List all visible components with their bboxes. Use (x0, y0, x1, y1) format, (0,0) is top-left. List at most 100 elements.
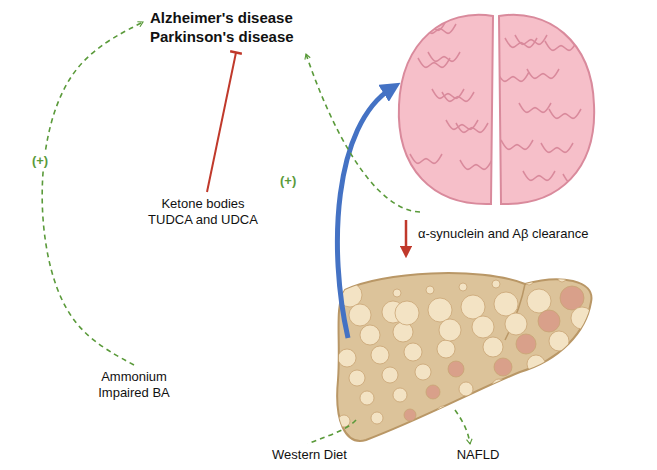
liver-outline (337, 273, 591, 441)
fat-globule (571, 373, 587, 389)
fat-globule (472, 316, 494, 338)
gyrus (549, 109, 581, 118)
fat-globule (494, 358, 512, 376)
node-text: Alzheimer's disease Parkinson's disease (150, 9, 321, 47)
gyrus (497, 72, 529, 81)
gyrus (563, 174, 595, 183)
fat-globule (426, 385, 440, 399)
fat-globule (404, 409, 416, 421)
node-text: NAFLD (450, 447, 506, 463)
fat-globule (404, 343, 422, 361)
fat-globule (494, 292, 518, 316)
fat-globule (349, 304, 371, 326)
brain (399, 15, 595, 204)
fat-globule (538, 376, 554, 392)
fat-globule (371, 346, 389, 364)
brain-disease-arrow (306, 54, 420, 212)
fat-globule (415, 364, 431, 380)
gyrus (404, 18, 436, 27)
fat-globule (516, 334, 536, 354)
effect-sign: (+) (31, 152, 49, 169)
fat-globule (558, 274, 566, 282)
fat-globule (338, 415, 350, 427)
fat-globule (560, 352, 578, 370)
fat-globule (470, 403, 482, 415)
fat-globule (481, 424, 491, 434)
fat-globule (437, 340, 455, 358)
fat-globule (382, 433, 392, 443)
gyrus (501, 140, 533, 149)
fat-globule (525, 277, 533, 285)
fat-globule (338, 349, 356, 367)
gyrus (428, 52, 460, 61)
protective-factor: Ketone bodies TUDCA and UDCA (138, 195, 268, 230)
dashed-promote-arrow (42, 22, 143, 365)
fat-globule (549, 331, 569, 351)
node-text: Western Diet (264, 447, 355, 463)
brain-gyri (404, 18, 595, 183)
gyrus (527, 69, 559, 78)
fat-globule (448, 427, 458, 437)
fat-globule (459, 283, 467, 291)
fat-globule (505, 313, 527, 335)
fat-globule (439, 319, 461, 341)
fat-globule (582, 328, 602, 348)
risk-factor: Ammonium Impaired BA (78, 368, 190, 403)
fat-globule (582, 394, 596, 408)
fat-globule (492, 379, 506, 393)
fat-globules (336, 271, 602, 443)
gyrus (519, 103, 551, 112)
effect-sign: (+) (280, 173, 296, 188)
cause-label: Western Diet (262, 446, 357, 464)
nafld-arrow (455, 410, 470, 444)
fat-globule (437, 406, 449, 418)
gyrus (418, 58, 450, 67)
fat-globule (371, 412, 383, 424)
fat-globule (461, 295, 485, 319)
fat-globule (538, 310, 560, 332)
gyrus (442, 92, 474, 101)
fat-globule (349, 370, 365, 386)
gyrus (456, 123, 488, 132)
liver-brain-arrow (337, 88, 392, 338)
fat-globule (448, 361, 464, 377)
fat-globule (571, 307, 593, 329)
fat-globule (483, 337, 503, 357)
outcome-label: NAFLD (448, 446, 508, 464)
fat-globule (382, 367, 398, 383)
gyrus (410, 154, 442, 163)
gyrus (460, 160, 492, 169)
fat-globule (547, 418, 557, 428)
fat-globule (349, 271, 359, 281)
fat-globule (426, 286, 434, 294)
node-text: Ammonium Impaired BA (80, 369, 188, 402)
fat-globule (393, 289, 401, 297)
brain-hemisphere (499, 15, 594, 204)
gyrus (541, 143, 573, 152)
gyrus (424, 24, 456, 33)
disease-title: Alzheimer's disease Parkinson's disease (148, 8, 323, 48)
inhibition-line (207, 53, 236, 193)
diet-line (308, 420, 356, 444)
liver (336, 271, 602, 443)
gyrus (545, 41, 577, 50)
fat-globule (459, 382, 473, 396)
fat-globule (395, 301, 419, 325)
gyrus (515, 35, 547, 44)
fat-globule (560, 286, 584, 310)
fat-globule (360, 391, 374, 405)
process-label: α-synuclein and Aβ clearance (418, 226, 588, 241)
fat-globule (527, 289, 551, 313)
fat-globule (492, 280, 500, 288)
fat-globule (428, 298, 452, 322)
node-text: Ketone bodies TUDCA and UDCA (140, 196, 266, 229)
clearance-arrow (405, 220, 408, 252)
fat-globule (527, 355, 545, 373)
fat-globule (415, 430, 425, 440)
fat-globule (549, 397, 563, 411)
fat-globule (393, 388, 407, 402)
gyrus (523, 171, 555, 180)
fat-globule (360, 325, 380, 345)
brain-hemisphere (399, 15, 493, 204)
